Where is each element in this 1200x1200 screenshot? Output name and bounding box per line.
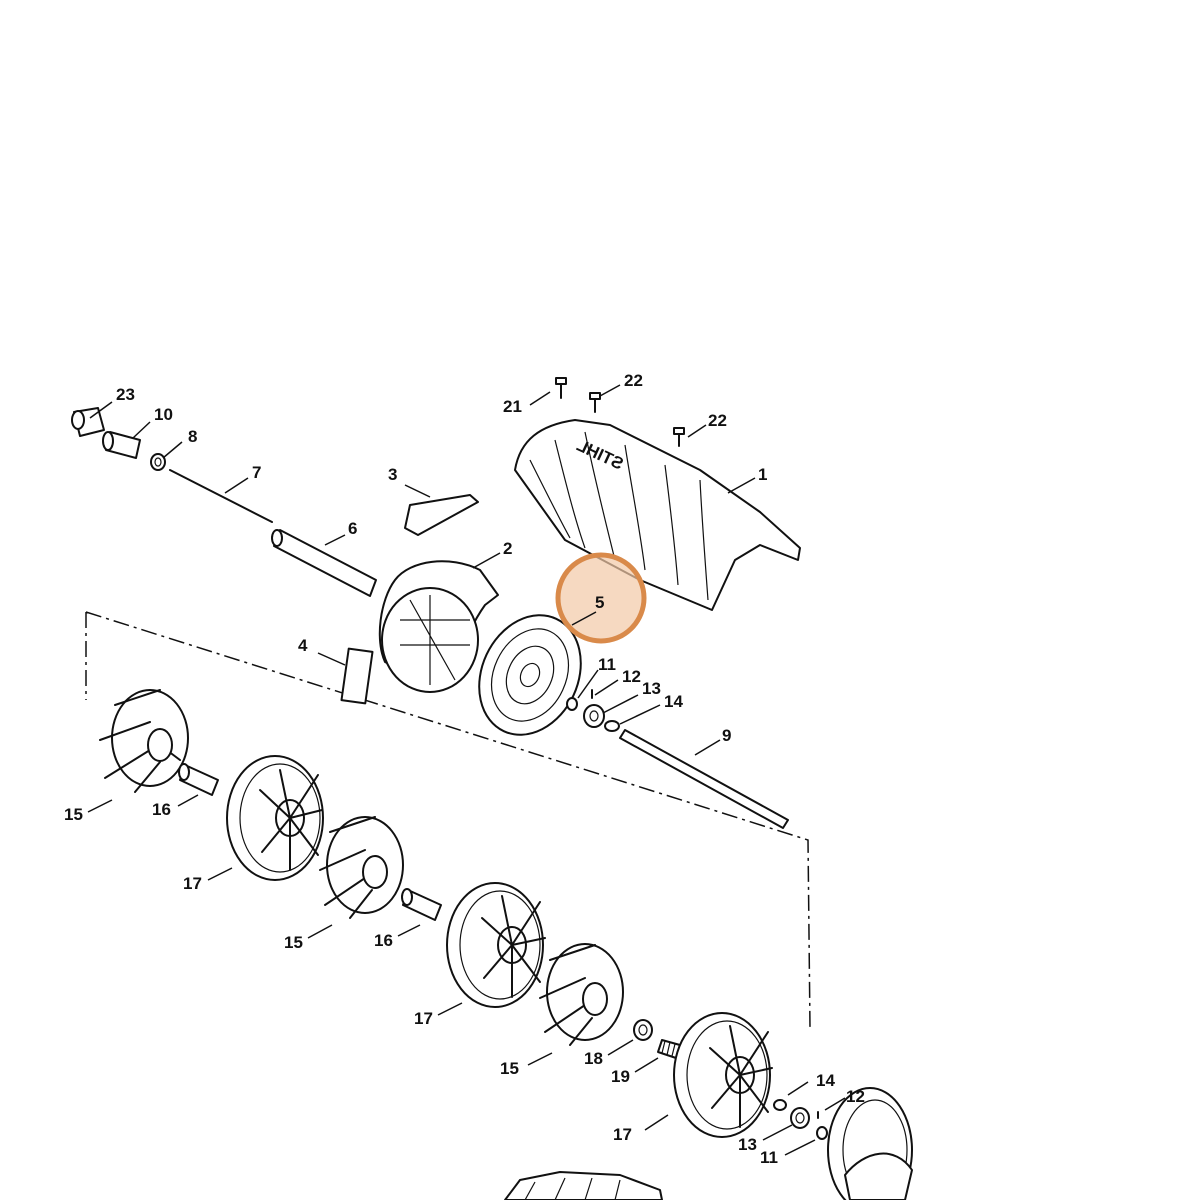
callout-12b: 12 [846,1087,865,1106]
callout-22a: 22 [624,371,643,390]
callout-7: 7 [252,463,261,482]
part-screws [555,377,685,447]
callout-13b: 13 [738,1135,757,1154]
callout-5: 5 [595,593,604,612]
callout-22b: 22 [708,411,727,430]
callout-9: 9 [722,726,731,745]
callout-labels: 23 10 8 7 6 3 2 4 1 21 22 22 5 11 12 13 … [64,371,865,1167]
callout-2: 2 [503,539,512,558]
part-end-cap [827,1087,913,1200]
callout-14a: 14 [664,692,683,711]
callout-10: 10 [154,405,173,424]
assembly-boundary [85,611,811,1029]
part-label-3 [404,494,479,536]
callout-11a: 11 [598,655,616,674]
callout-21: 21 [503,397,522,416]
part-small-hardware-top [566,689,620,732]
part-bottom-partial [504,1171,663,1200]
callout-17b: 17 [414,1009,433,1028]
callout-6: 6 [348,519,357,538]
part-screen-5 [478,614,582,736]
part-label-4 [340,647,374,705]
part-impeller-17a [226,755,324,881]
part-impeller-17b [446,882,546,1008]
part-impeller-17c [673,1012,773,1138]
part-spacer-16b [401,888,442,921]
callout-3: 3 [388,465,397,484]
callout-4: 4 [298,636,308,655]
callout-23: 23 [116,385,135,404]
callout-12a: 12 [622,667,641,686]
callout-17c: 17 [613,1125,632,1144]
callout-17a: 17 [183,874,202,893]
part-spacer-16a [178,763,219,796]
part-nut-18 [633,1019,653,1041]
callout-16a: 16 [152,800,171,819]
callout-15c: 15 [500,1059,519,1078]
part-housing-cover: STIHL [514,419,801,611]
part-fan-15a [99,689,189,793]
callout-15a: 15 [64,805,83,824]
callout-11b: 11 [760,1148,778,1167]
callout-14b: 14 [816,1071,835,1090]
callout-16b: 16 [374,931,393,950]
part-shaft-group [71,407,377,597]
callout-18: 18 [584,1049,603,1068]
callout-1: 1 [758,465,767,484]
part-fan-15c [539,943,624,1046]
callout-15b: 15 [284,933,303,952]
part-drive-shaft [619,729,789,829]
callout-leaders [87,384,846,1156]
part-small-hardware-bottom [773,1099,828,1140]
callout-13a: 13 [642,679,661,698]
callout-19: 19 [611,1067,630,1086]
part-fan-15b [319,816,404,919]
part-shroud-ring [378,560,499,693]
highlight-ring [555,552,647,644]
callout-8: 8 [188,427,197,446]
